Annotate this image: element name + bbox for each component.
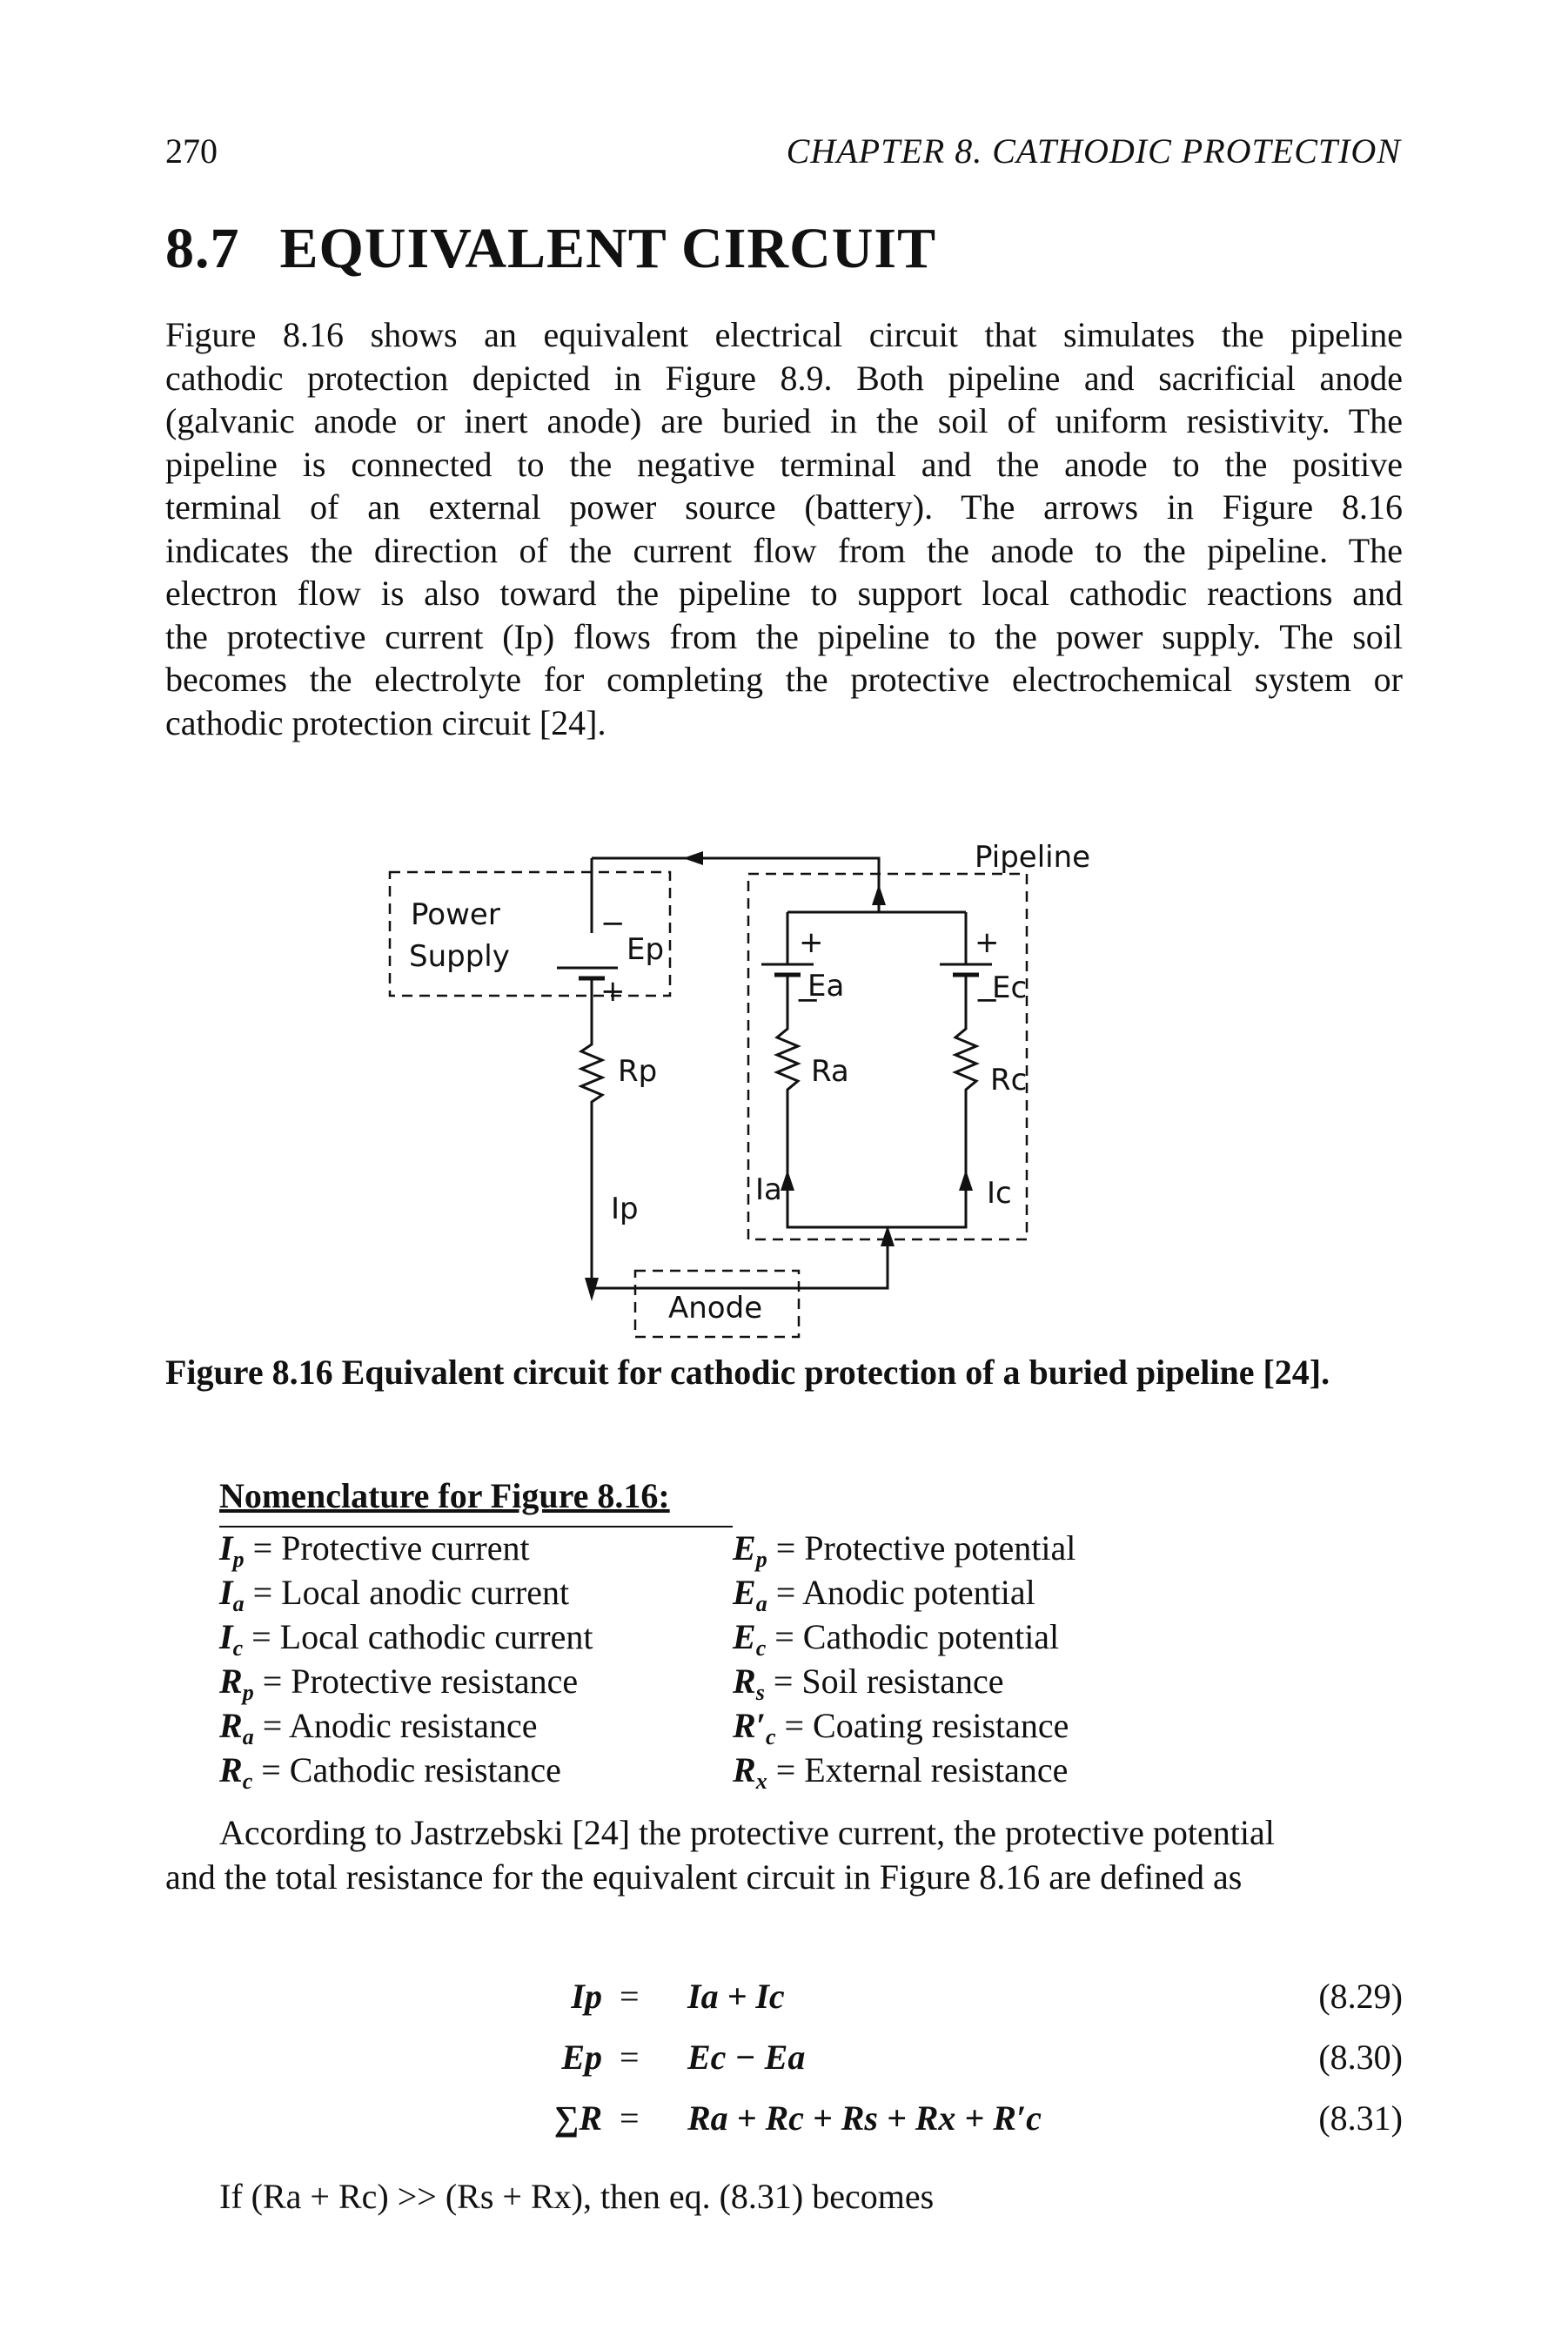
ec-plus: + [975, 925, 1000, 960]
equation-equals: = [620, 2098, 640, 2138]
pipeline-label: Pipeline [975, 840, 1090, 875]
nomenclature: Nomenclature for Figure 8.16: Ip = Prote… [219, 1475, 1075, 1793]
ic-label: Ic [987, 1176, 1012, 1211]
equation-number: (8.31) [1318, 2098, 1403, 2138]
equation-equals: = [620, 1977, 640, 2016]
nomenclature-title: Nomenclature for Figure 8.16: [219, 1476, 670, 1515]
equation-number: (8.30) [1318, 2038, 1403, 2077]
figure-caption: Figure 8.16 Equivalent circuit for catho… [165, 1353, 1330, 1392]
paragraph-line: becomes the electrolyte for completing t… [165, 660, 1403, 699]
equation-row: Ip = Ia + Ic (8.29) [165, 1976, 1403, 2037]
ip-label: Ip [611, 1192, 639, 1226]
nomenclature-row: Ic = Local cathodic current Ec = Cathodi… [219, 1617, 1060, 1661]
ec-label: Ec [992, 970, 1027, 1005]
paragraph-line: terminal of an external power source (ba… [165, 487, 1403, 527]
bottom-wire [590, 1192, 889, 1290]
nomenclature-row: Rc = Cathodic resistance Rx = External r… [219, 1750, 1069, 1794]
power-supply-box [388, 870, 672, 997]
paragraph-line: the protective current (Ip) flows from t… [165, 616, 1403, 656]
nomenclature-rule [219, 1526, 733, 1528]
arrow-anode-up [881, 1225, 895, 1246]
arrow-ia-up [781, 1170, 794, 1191]
nomenclature-table: Ip = Protective current Ep = Protective … [219, 1528, 1168, 1794]
equivalent-circuit-diagram: Pipeline Power Supply Ep − + + Ea − + Ec… [388, 840, 1090, 1339]
equation-equals: = [620, 2038, 640, 2077]
ea-label: Ea [807, 969, 844, 1004]
section-title: EQUIVALENT CIRCUIT [279, 217, 937, 280]
chapter-title: CHAPTER 8. CATHODIC PROTECTION [786, 131, 1401, 171]
arrow-pipeline-in [872, 884, 886, 905]
ec-minus: − [975, 983, 1000, 1017]
equation-lhs: Ep [561, 2038, 602, 2077]
supply-label: Supply [409, 939, 510, 974]
rc-label: Rc [990, 1063, 1027, 1098]
ra-label: Ra [811, 1054, 849, 1089]
paragraph-line: pipeline is connected to the negative te… [165, 444, 1403, 484]
rp-label: Rp [618, 1054, 657, 1089]
closing-line: If (Ra + Rc) >> (Rs + Rx), then eq. (8.3… [219, 2177, 935, 2216]
equation-rhs: Ec − Ea [687, 2038, 806, 2077]
section-number: 8.7 [165, 217, 240, 280]
paragraph-line: cathodic protection depicted in Figure 8… [165, 358, 1403, 398]
arrow-ic-up [959, 1170, 973, 1191]
equation-number: (8.29) [1318, 1977, 1403, 2016]
ea-minus: − [795, 983, 821, 1017]
anode-box [633, 1269, 801, 1339]
intro-paragraph: Figure 8.16 shows an equivalent electric… [165, 313, 1403, 744]
ep-label: Ep [627, 932, 664, 967]
page-number: 270 [165, 131, 218, 171]
paragraph-line: electron flow is also toward the pipelin… [165, 574, 1403, 613]
after-paragraph: According to Jastrzebski [24] the protec… [165, 1810, 1403, 1899]
equation-row: Ep = Ec − Ea (8.30) [165, 2037, 1403, 2098]
equation-rhs: Ra + Rc + Rs + Rx + R′c [687, 2098, 1042, 2138]
equation-row: ∑R = Ra + Rc + Rs + Rx + R′c (8.31) [165, 2098, 1403, 2159]
arrow-top-wire [683, 851, 703, 865]
anode-label: Anode [668, 1291, 762, 1326]
nomenclature-row: Ip = Protective current Ep = Protective … [219, 1528, 1076, 1572]
ep-plus: + [600, 974, 626, 1009]
paragraph-line: Figure 8.16 shows an equivalent electric… [165, 315, 1403, 354]
pipeline-box [747, 872, 1029, 1241]
equation-rhs: Ia + Ic [687, 1977, 785, 2016]
power-label: Power [411, 897, 500, 932]
rp-resistor [578, 1031, 606, 1192]
paragraph-line: and the total resistance for the equival… [165, 1857, 1243, 1897]
equation-block: Ip = Ia + Ic (8.29) Ep = Ec − Ea (8.30) … [165, 1976, 1403, 2159]
paragraph-line: indicates the direction of the current f… [165, 530, 1403, 570]
paragraph-line: cathodic protection circuit [24]. [165, 702, 606, 742]
nomenclature-row: Ra = Anodic resistance R′c = Coating res… [219, 1706, 1069, 1749]
arrow-ip-down [585, 1278, 599, 1301]
nomenclature-row: Ia = Local anodic current Ea = Anodic po… [219, 1573, 1035, 1616]
paragraph-line: (galvanic anode or inert anode) are buri… [165, 401, 1403, 440]
paragraph-line: According to Jastrzebski [24] the protec… [219, 1813, 1275, 1852]
ep-minus: − [600, 906, 626, 941]
equation-lhs: ∑R [553, 2098, 602, 2138]
section-heading: 8.7 EQUIVALENT CIRCUIT [165, 216, 936, 282]
ia-label: Ia [755, 1172, 782, 1207]
equation-lhs: Ip [571, 1977, 602, 2016]
nomenclature-row: Rp = Protective resistance Rs = Soil res… [219, 1662, 1004, 1705]
ea-plus: + [799, 925, 824, 960]
